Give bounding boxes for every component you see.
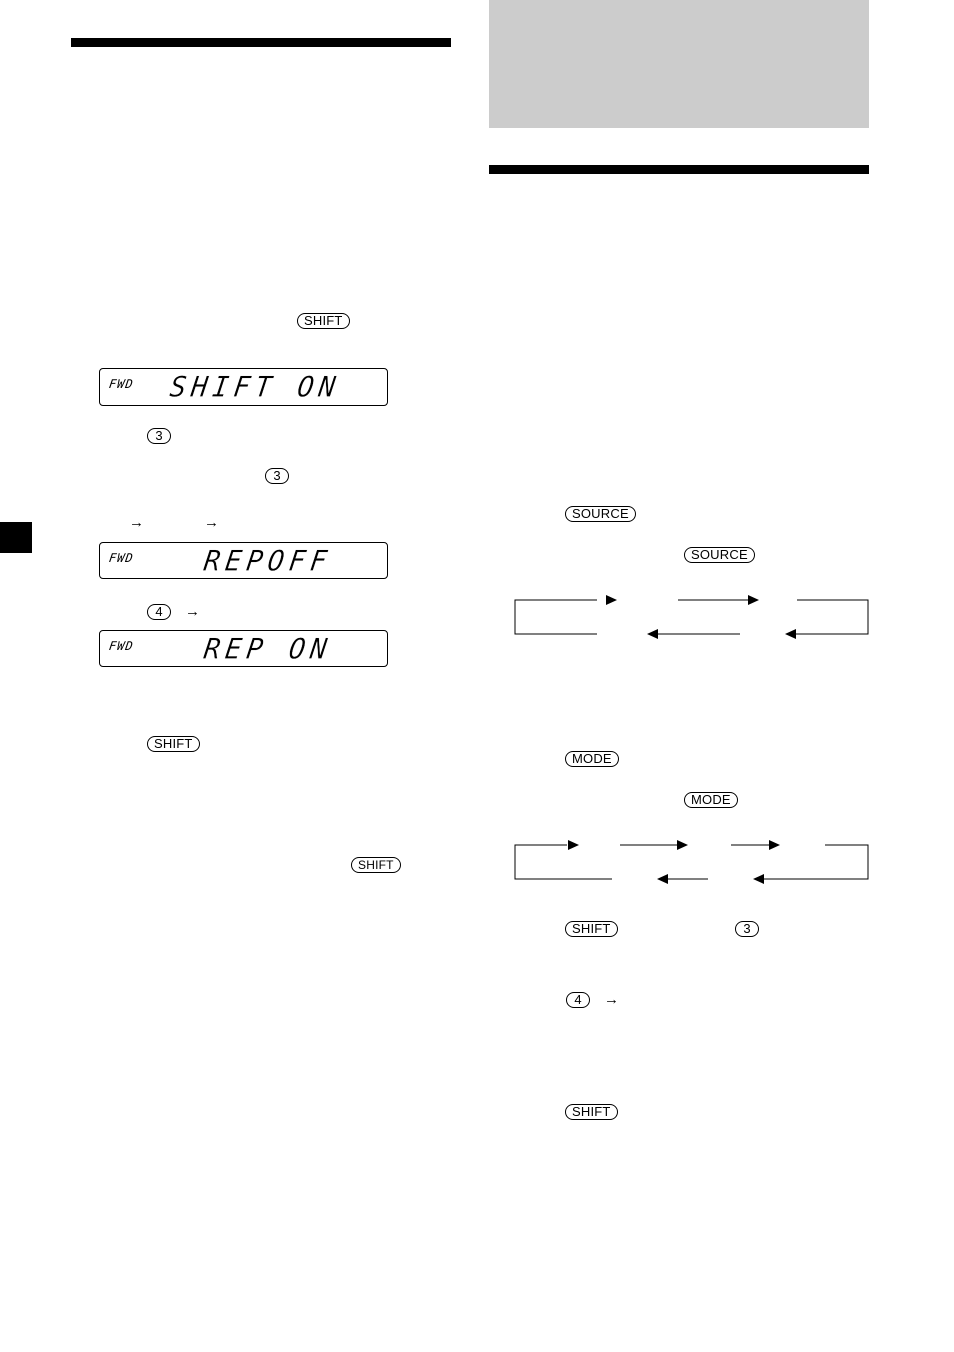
right-section-rule bbox=[489, 165, 869, 174]
preset-3-button[interactable]: 3 bbox=[265, 468, 289, 484]
source-button[interactable]: SOURCE bbox=[684, 547, 755, 563]
left-section-rule bbox=[71, 38, 451, 47]
arrow-icon: → bbox=[204, 514, 219, 531]
lcd-tape-direction: FWD bbox=[108, 551, 135, 565]
lcd-tape-direction: FWD bbox=[108, 639, 135, 653]
mode-cycle-diagram bbox=[514, 840, 869, 884]
preset-3-button[interactable]: 3 bbox=[735, 921, 759, 937]
source-cycle-diagram bbox=[514, 595, 869, 639]
arrow-icon: → bbox=[604, 991, 619, 1008]
preset-4-button[interactable]: 4 bbox=[566, 992, 590, 1008]
shift-button[interactable]: SHIFT bbox=[351, 857, 401, 873]
source-button[interactable]: SOURCE bbox=[565, 506, 636, 522]
chapter-header-box bbox=[489, 0, 869, 128]
lcd-display-shift-on: FWD SHIFT ON bbox=[99, 368, 388, 406]
lcd-main-text: REPOFF bbox=[201, 545, 334, 578]
arrow-icon: → bbox=[129, 514, 144, 531]
lcd-main-text: REP ON bbox=[201, 633, 334, 666]
lcd-display-rep-on: FWD REP ON bbox=[99, 630, 388, 667]
shift-button[interactable]: SHIFT bbox=[565, 1104, 618, 1120]
arrow-icon: → bbox=[185, 603, 200, 620]
page-side-tab bbox=[0, 522, 32, 553]
mode-button[interactable]: MODE bbox=[684, 792, 738, 808]
shift-button[interactable]: SHIFT bbox=[565, 921, 618, 937]
preset-3-button[interactable]: 3 bbox=[147, 428, 171, 444]
lcd-tape-direction: FWD bbox=[108, 377, 135, 391]
shift-button[interactable]: SHIFT bbox=[297, 313, 350, 329]
preset-4-button[interactable]: 4 bbox=[147, 604, 171, 620]
mode-button[interactable]: MODE bbox=[565, 751, 619, 767]
lcd-main-text: SHIFT ON bbox=[167, 371, 343, 404]
shift-button[interactable]: SHIFT bbox=[147, 736, 200, 752]
lcd-display-rep-off: FWD REPOFF bbox=[99, 542, 388, 579]
